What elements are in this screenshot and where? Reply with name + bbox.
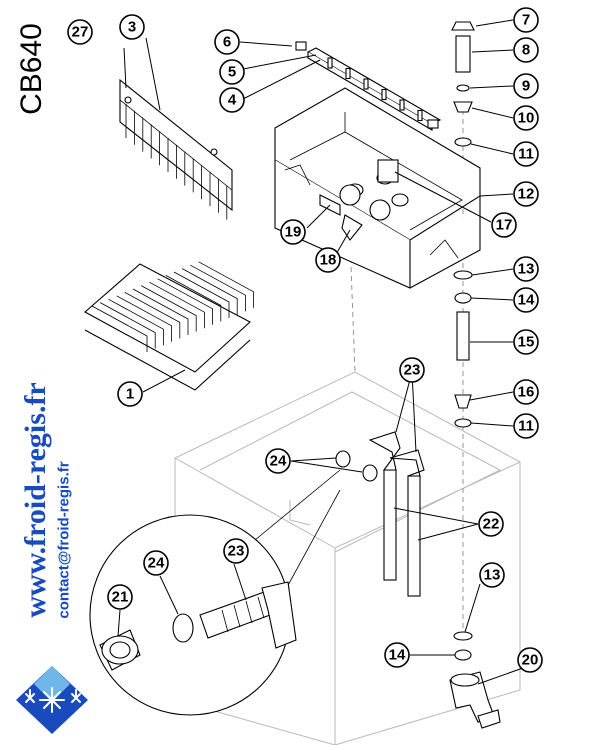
callout-10-label: 10	[518, 110, 535, 127]
callout-10: 10	[513, 105, 539, 131]
callout-21-label: 21	[112, 589, 129, 606]
rack-bar	[108, 298, 164, 346]
rack-bar	[190, 264, 246, 312]
callout-12: 12	[513, 181, 539, 207]
leader-lines	[117, 19, 524, 685]
callout-11-top: 11	[513, 141, 539, 167]
callout-9: 9	[513, 73, 539, 99]
callout-11-bottom-label: 11	[518, 418, 534, 435]
callout-27: 27	[67, 19, 93, 45]
callout-23-top-label: 23	[404, 362, 421, 379]
part-12-tray	[274, 87, 481, 289]
callout-7-label: 7	[522, 12, 530, 29]
callout-20: 20	[517, 647, 543, 673]
callout-11-bottom: 11	[513, 413, 539, 439]
callout-21: 21	[107, 584, 133, 610]
rail-nozzle	[381, 88, 387, 101]
callout-18: 18	[315, 247, 341, 273]
rack-bar	[198, 261, 254, 308]
snowflake-logo	[16, 666, 88, 734]
callout-13-top-label: 13	[518, 261, 535, 278]
rail-nozzle	[417, 109, 423, 122]
rack-bar	[100, 302, 156, 349]
callout-23-top: 23	[399, 357, 425, 383]
rack-bar	[132, 288, 189, 335]
callout-5-label: 5	[228, 64, 236, 81]
rack-bar	[182, 268, 238, 315]
callout-24-top: 24	[265, 448, 291, 474]
callout-13-bottom: 13	[479, 562, 505, 588]
rail-nozzle	[345, 67, 351, 80]
callout-6: 6	[214, 29, 240, 55]
part-1-grid-rack	[84, 261, 254, 391]
callout-15: 15	[513, 329, 539, 355]
rack-bar	[149, 281, 205, 329]
callout-4: 4	[219, 87, 245, 113]
callout-23-detail-label: 23	[228, 543, 245, 560]
rail-nozzle	[327, 57, 333, 69]
callout-14-top-label: 14	[518, 292, 535, 309]
rail-nozzle	[363, 78, 369, 90]
rack-bar	[157, 278, 213, 325]
callout-14-top: 14	[513, 287, 539, 313]
logo-upper-facet	[34, 666, 70, 702]
callout-9-label: 9	[522, 78, 530, 95]
detail-magnifier	[89, 469, 341, 716]
rack-bar	[141, 285, 197, 332]
callout-3: 3	[119, 14, 145, 40]
callout-17-label: 17	[496, 217, 513, 234]
callout-14-bottom: 14	[384, 642, 410, 668]
callout-19: 19	[280, 219, 306, 245]
callout-24-top-label: 24	[270, 453, 287, 470]
rack-bar	[124, 292, 181, 339]
callout-24-detail-label: 24	[148, 555, 165, 572]
callout-8: 8	[513, 37, 539, 63]
right-fittings-stack	[451, 21, 475, 661]
rail-nozzle	[399, 99, 405, 111]
callout-17: 17	[491, 212, 517, 238]
callout-24-detail: 24	[143, 550, 169, 576]
callout-3-label: 3	[128, 19, 136, 36]
callout-27-label: 27	[72, 24, 89, 41]
callout-1: 1	[117, 381, 143, 407]
rack-bar	[91, 305, 148, 352]
rack-bar	[165, 275, 222, 322]
rack-bar	[173, 271, 230, 318]
callout-8-label: 8	[522, 42, 530, 59]
callout-23-detail: 23	[223, 538, 249, 564]
callout-14-bottom-label: 14	[389, 647, 406, 664]
part-3-panel	[119, 78, 233, 220]
callout-15-label: 15	[518, 334, 535, 351]
callout-19-label: 19	[285, 224, 302, 241]
callout-16-label: 16	[518, 384, 535, 401]
callout-13-top: 13	[513, 256, 539, 282]
part-20-elbow	[449, 671, 501, 729]
callout-22: 22	[478, 511, 504, 537]
callout-13-bottom-label: 13	[484, 567, 501, 584]
callout-5: 5	[219, 59, 245, 85]
callout-11-top-label: 11	[518, 146, 534, 163]
callout-22-label: 22	[483, 516, 500, 533]
callout-1-label: 1	[126, 386, 134, 403]
callout-4-label: 4	[228, 92, 237, 109]
callout-6-label: 6	[223, 34, 231, 51]
callout-16: 16	[513, 379, 539, 405]
callout-20-label: 20	[522, 652, 539, 669]
part-4-5-6-rail	[295, 41, 442, 131]
callout-layer: 27 3 6 5 4 7 8 9 10 11 12 17 19 18 13 14…	[67, 7, 543, 673]
drain-tubes	[335, 431, 425, 597]
rack-bar	[116, 295, 172, 342]
snowflake-icon	[25, 687, 81, 713]
callout-12-label: 12	[518, 186, 535, 203]
callout-18-label: 18	[320, 252, 337, 269]
callout-7: 7	[513, 7, 539, 33]
